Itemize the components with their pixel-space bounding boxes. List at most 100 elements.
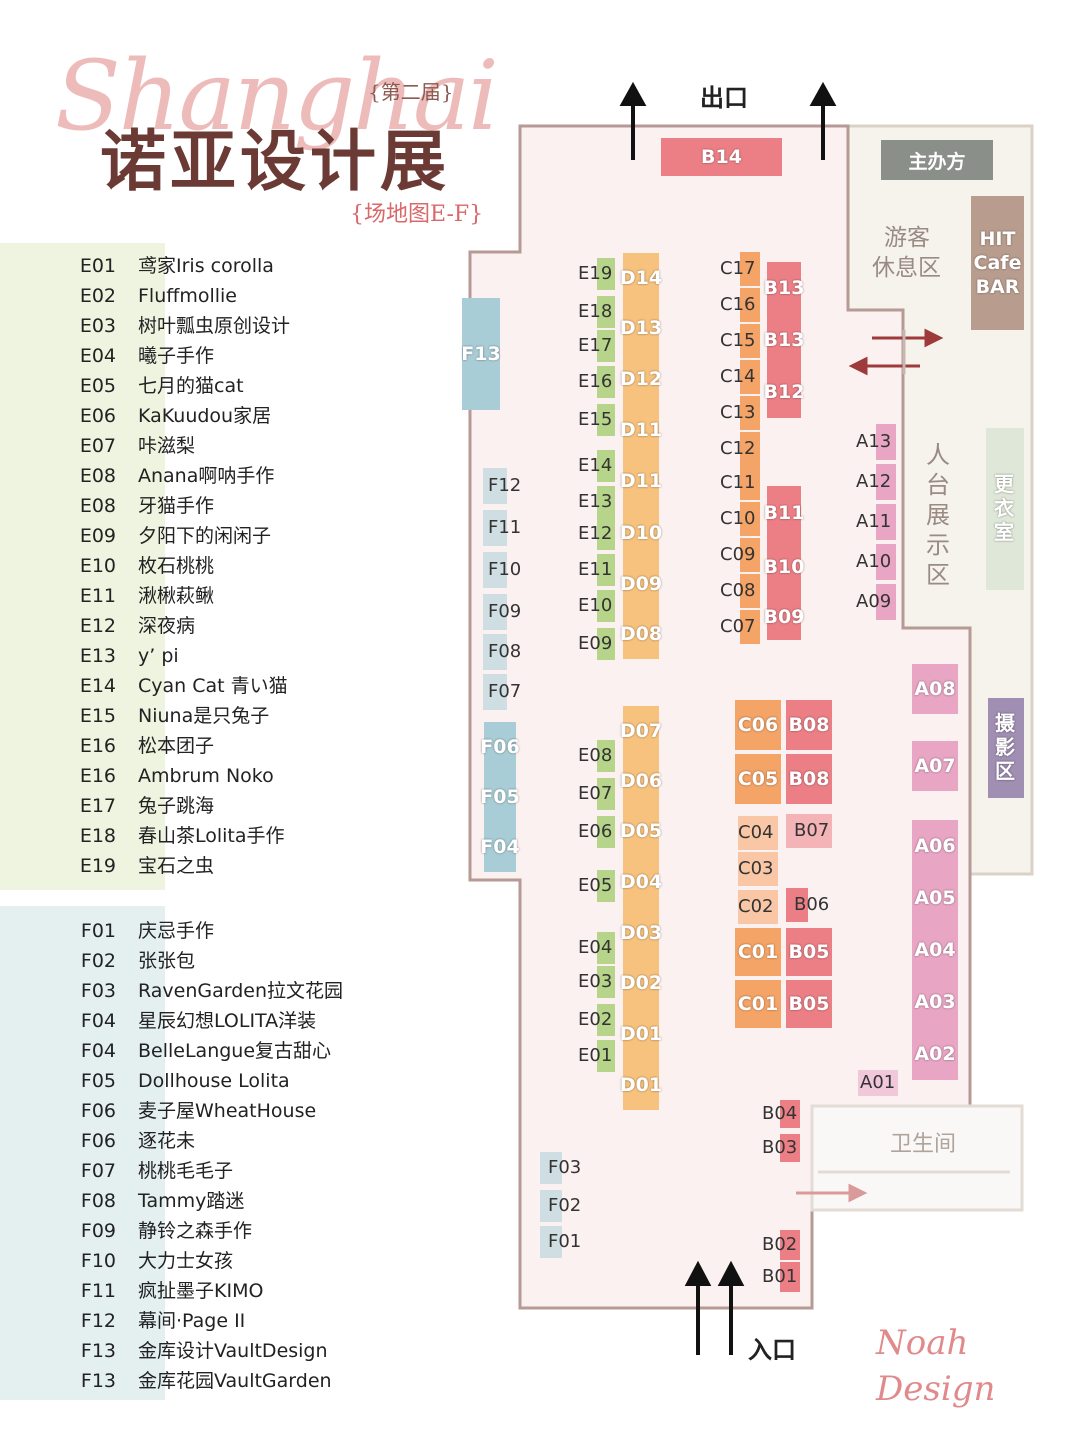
legend-name: 枚石桃桃 bbox=[138, 555, 215, 577]
booth-b01-strip[interactable] bbox=[780, 1262, 800, 1292]
booth-e09-strip[interactable] bbox=[597, 628, 615, 660]
booth-e16-strip[interactable] bbox=[597, 366, 615, 398]
booth-a13-strip[interactable] bbox=[876, 424, 896, 460]
booth-f07-strip[interactable] bbox=[483, 674, 507, 710]
booth-e19-strip[interactable] bbox=[597, 258, 615, 290]
booth-c01[interactable]: C01 bbox=[735, 928, 781, 976]
booth-e02-strip[interactable] bbox=[597, 1004, 615, 1036]
booth-b08[interactable]: B08 bbox=[786, 700, 832, 750]
booth-d09[interactable]: D09 bbox=[620, 559, 662, 609]
booth-c09-strip[interactable] bbox=[740, 538, 760, 572]
booth-b05b[interactable]: B05 bbox=[786, 980, 832, 1028]
booth-d11b[interactable]: D11 bbox=[620, 455, 662, 507]
booth-c10-strip[interactable] bbox=[740, 502, 760, 536]
booth-f01-strip[interactable] bbox=[540, 1226, 562, 1258]
booth-a06[interactable]: A06 bbox=[912, 820, 958, 872]
booth-c13-strip[interactable] bbox=[740, 396, 760, 430]
booth-b06-strip[interactable] bbox=[786, 888, 808, 922]
booth-f03-strip[interactable] bbox=[540, 1152, 562, 1184]
booth-f08-strip[interactable] bbox=[483, 634, 507, 670]
booth-f05[interactable]: F05 bbox=[480, 772, 520, 822]
booth-e03-strip[interactable] bbox=[597, 966, 615, 998]
booth-a02[interactable]: A02 bbox=[912, 1028, 958, 1080]
booth-b02-strip[interactable] bbox=[780, 1230, 800, 1260]
booth-e14-strip[interactable] bbox=[597, 450, 615, 482]
booth-c07-strip[interactable] bbox=[740, 610, 760, 644]
booth-f09-strip[interactable] bbox=[483, 594, 507, 630]
booth-f02-strip[interactable] bbox=[540, 1190, 562, 1222]
booth-f12-strip[interactable] bbox=[483, 468, 507, 504]
booth-c01b[interactable]: C01 bbox=[735, 980, 781, 1028]
booth-a04[interactable]: A04 bbox=[912, 924, 958, 976]
booth-a03[interactable]: A03 bbox=[912, 976, 958, 1028]
booth-e07-strip[interactable] bbox=[597, 778, 615, 810]
booth-d01[interactable]: D01 bbox=[620, 1008, 662, 1060]
booth-c06[interactable]: C06 bbox=[735, 700, 781, 750]
booth-b08b[interactable]: B08 bbox=[786, 754, 832, 804]
booth-d05[interactable]: D05 bbox=[620, 806, 662, 856]
booth-d03[interactable]: D03 bbox=[620, 908, 662, 958]
booth-d13[interactable]: D13 bbox=[620, 303, 662, 353]
legend-code: E06 bbox=[79, 405, 116, 427]
booth-a01-strip[interactable] bbox=[858, 1070, 898, 1096]
booth-d12[interactable]: D12 bbox=[620, 353, 662, 405]
booth-a10-strip[interactable] bbox=[876, 544, 896, 580]
booth-c03-strip[interactable] bbox=[738, 852, 778, 886]
booth-c17-strip[interactable] bbox=[740, 252, 760, 286]
booth-e12-strip[interactable] bbox=[597, 518, 615, 550]
booth-c16-strip[interactable] bbox=[740, 288, 760, 322]
booth-c04-strip[interactable] bbox=[738, 816, 778, 850]
booth-e13-strip[interactable] bbox=[597, 486, 615, 518]
booth-e17-strip[interactable] bbox=[597, 330, 615, 362]
booth-b05[interactable]: B05 bbox=[786, 928, 832, 976]
booth-b04-strip[interactable] bbox=[780, 1100, 800, 1128]
booth-e05-strip[interactable] bbox=[597, 870, 615, 902]
booth-a07[interactable]: A07 bbox=[912, 741, 958, 791]
booth-d01b[interactable]: D01 bbox=[620, 1060, 662, 1110]
booth-b13b[interactable]: B13 bbox=[764, 314, 804, 366]
edition-label: {第二届} bbox=[368, 80, 454, 104]
booth-c15-strip[interactable] bbox=[740, 324, 760, 358]
booth-f04[interactable]: F04 bbox=[480, 822, 520, 872]
booth-a11-strip[interactable] bbox=[876, 504, 896, 540]
booth-d02[interactable]: D02 bbox=[620, 958, 662, 1008]
booth-f06[interactable]: F06 bbox=[480, 722, 520, 772]
booth-d14[interactable]: D14 bbox=[620, 253, 662, 303]
booth-e06-strip[interactable] bbox=[597, 816, 615, 848]
booth-f10-strip[interactable] bbox=[483, 552, 507, 588]
booth-e04-strip[interactable] bbox=[597, 932, 615, 964]
booth-a05[interactable]: A05 bbox=[912, 872, 958, 924]
booth-b10[interactable]: B10 bbox=[764, 540, 804, 594]
booth-b03-strip[interactable] bbox=[780, 1134, 800, 1162]
booth-e01-strip[interactable] bbox=[597, 1040, 615, 1072]
booth-c12-strip[interactable] bbox=[740, 432, 760, 466]
booth-d10[interactable]: D10 bbox=[620, 507, 662, 559]
booth-d11[interactable]: D11 bbox=[620, 405, 662, 455]
booth-e18-strip[interactable] bbox=[597, 296, 615, 328]
booth-e15-strip[interactable] bbox=[597, 404, 615, 436]
booth-b12[interactable]: B12 bbox=[764, 366, 804, 418]
booth-e10-strip[interactable] bbox=[597, 590, 615, 622]
booth-e08-strip[interactable] bbox=[597, 740, 615, 772]
booth-c05[interactable]: C05 bbox=[735, 754, 781, 804]
booth-e11-strip[interactable] bbox=[597, 554, 615, 586]
booth-b14[interactable]: B14 bbox=[661, 138, 782, 176]
booth-b11[interactable]: B11 bbox=[764, 486, 804, 540]
booth-b07-strip[interactable] bbox=[786, 814, 832, 848]
booth-b09[interactable]: B09 bbox=[764, 594, 804, 640]
booth-f13[interactable]: F13 bbox=[461, 298, 501, 410]
booth-a09-strip[interactable] bbox=[876, 584, 896, 620]
booth-c02-strip[interactable] bbox=[738, 890, 778, 924]
booth-f11-strip[interactable] bbox=[483, 510, 507, 546]
booth-a12-strip[interactable] bbox=[876, 464, 896, 500]
booth-c14-strip[interactable] bbox=[740, 360, 760, 394]
legend-code: E11 bbox=[79, 585, 116, 607]
booth-b13[interactable]: B13 bbox=[764, 262, 804, 314]
booth-d06[interactable]: D06 bbox=[620, 756, 662, 806]
booth-d07[interactable]: D07 bbox=[620, 706, 662, 756]
booth-c08-strip[interactable] bbox=[740, 574, 760, 608]
booth-d08[interactable]: D08 bbox=[620, 609, 662, 659]
booth-d04[interactable]: D04 bbox=[620, 856, 662, 908]
booth-c11-strip[interactable] bbox=[740, 466, 760, 500]
booth-a08[interactable]: A08 bbox=[912, 664, 958, 714]
